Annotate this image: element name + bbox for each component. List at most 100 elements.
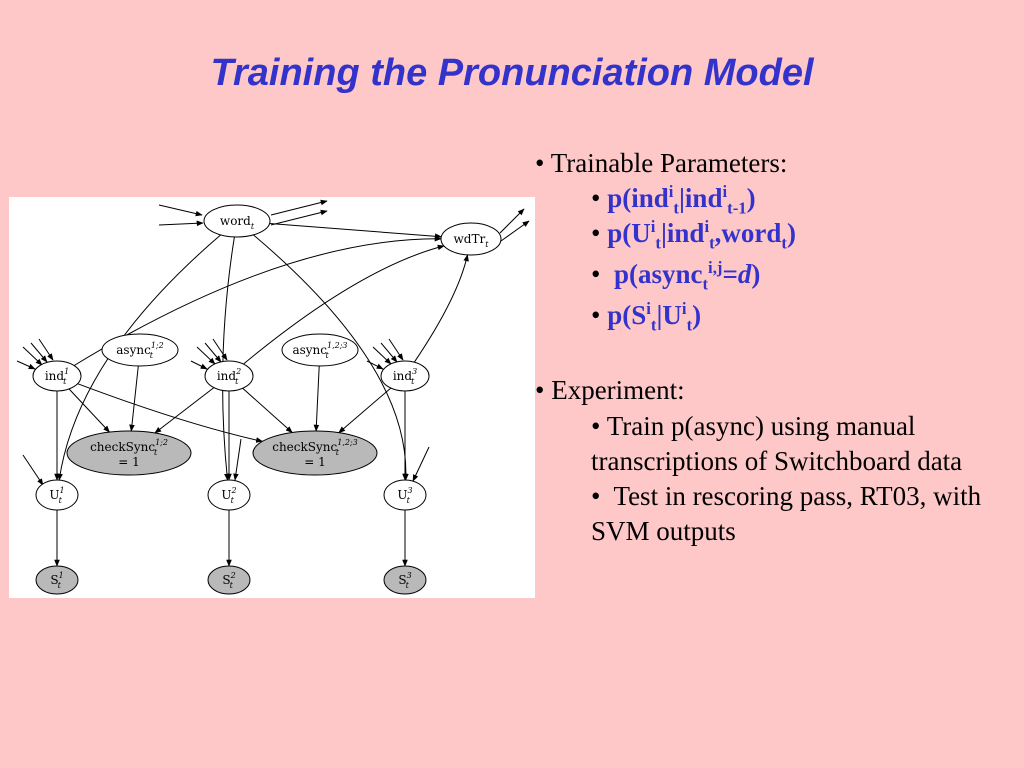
node-ellipse xyxy=(32,360,82,392)
stub-arrow-7 xyxy=(30,342,48,363)
stub-arrow-5 xyxy=(500,220,530,242)
edge-ind2-wdTr xyxy=(243,244,445,365)
edge-ind2-check12 xyxy=(154,387,215,434)
parameter-item: • p(asyncti,j=d) xyxy=(591,258,761,294)
bullet-experiment-text: Experiment: xyxy=(551,375,685,406)
edge-async123-check123 xyxy=(313,365,320,432)
stub-arrow-10 xyxy=(196,346,216,365)
stub-arrow-2 xyxy=(270,199,328,216)
node-label-line2: = 1 xyxy=(118,455,140,469)
parameter-item: • p(indit|indit-1) xyxy=(591,182,756,218)
parameter-formula: p(Sit|Uit) xyxy=(607,299,702,335)
edge-word-wdTr xyxy=(269,223,442,240)
node-label: wordt xyxy=(220,214,255,231)
edge-async12-check12 xyxy=(129,365,139,432)
stub-arrow-11 xyxy=(204,342,222,363)
edge-ind1-check123 xyxy=(77,383,264,443)
node-ellipse xyxy=(252,430,378,476)
stub-arrow-6 xyxy=(22,346,43,366)
node-ellipse xyxy=(66,430,192,476)
node-ellipse xyxy=(203,204,271,238)
node-wdTr: wdTrt xyxy=(440,222,502,256)
edge-ind1-wdTr xyxy=(73,235,442,366)
node-ellipse xyxy=(383,479,427,511)
node-ellipse xyxy=(380,360,430,392)
bullet-trainable-text: Trainable Parameters: xyxy=(550,148,788,178)
node-ellipse xyxy=(383,565,427,595)
node-ellipse xyxy=(35,565,79,595)
stub-arrow-13 xyxy=(190,360,208,370)
experiment-item-text: Train p(async) using manual transcriptio… xyxy=(591,410,963,476)
parameter-formula: p(asyncti,j=d) xyxy=(613,258,761,294)
edge-ind1-check12 xyxy=(68,388,110,433)
node-ellipse xyxy=(101,333,179,367)
node-ellipse xyxy=(440,222,502,256)
parameter-list: • p(indit|indit-1)• p(Uit|indit,wordt) • … xyxy=(535,181,1015,335)
experiment-item-train: • Train p(async) using manual transcript… xyxy=(591,410,963,476)
node-ellipse xyxy=(207,565,251,595)
experiment-item-test: • Test in rescoring pass, RT03, with SVM… xyxy=(591,480,982,546)
parameter-item: • p(Sit|Uit) xyxy=(591,299,702,335)
bullet-trainable-parameters: • Trainable Parameters: xyxy=(535,148,788,178)
stub-arrow-1 xyxy=(158,220,204,227)
parameter-formula: p(indit|indit-1) xyxy=(607,182,756,218)
stub-arrow-18 xyxy=(22,454,44,486)
stub-arrow-0 xyxy=(158,204,203,217)
node-label: wdTrt xyxy=(454,232,490,249)
experiment-item-text: Test in rescoring pass, RT03, with SVM o… xyxy=(591,480,982,546)
stub-arrow-8 xyxy=(38,338,54,361)
bullet-experiment: • Experiment: xyxy=(535,375,685,406)
parameter-item: • p(Uit|indit,wordt) xyxy=(591,217,796,253)
edge-ind2-check123 xyxy=(242,387,293,433)
stub-arrow-9 xyxy=(16,360,36,370)
node-ellipse xyxy=(207,479,251,511)
node-ellipse xyxy=(281,333,359,367)
node-label-line2: = 1 xyxy=(304,455,326,469)
stub-arrow-19 xyxy=(233,438,242,481)
parameter-formula: p(Uit|indit,wordt) xyxy=(607,217,796,253)
stub-arrow-20 xyxy=(412,446,430,482)
bullet-list: • Trainable Parameters: • p(indit|indit-… xyxy=(535,146,1015,549)
node-ellipse xyxy=(35,479,79,511)
stub-arrow-12 xyxy=(212,338,228,361)
node-word: wordt xyxy=(203,204,271,238)
stub-arrow-14 xyxy=(372,346,392,365)
stub-arrow-4 xyxy=(499,208,525,234)
edge-ind3-wdTr xyxy=(413,254,469,363)
slide-title: Training the Pronunciation Model xyxy=(210,52,814,94)
stub-arrow-17 xyxy=(366,360,384,370)
edge-ind3-check123 xyxy=(338,387,392,434)
node-ellipse xyxy=(204,360,254,392)
stub-arrow-16 xyxy=(388,338,404,361)
stub-arrow-15 xyxy=(380,342,398,363)
stub-arrow-3 xyxy=(270,209,328,226)
